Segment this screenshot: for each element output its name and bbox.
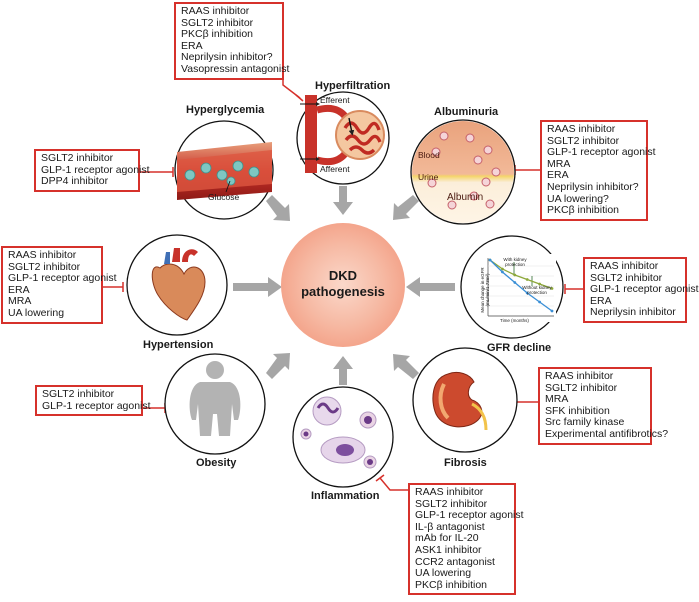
efferent-label: Efferent (320, 95, 350, 105)
treatment-item: SGLT2 inhibitor (181, 16, 254, 29)
hyperglycemia-title: Hyperglycemia (186, 104, 265, 116)
center-title: DKD pathogenesis (293, 268, 393, 300)
center-title-line1: DKD (328, 268, 358, 283)
treatment-item: Vasopressin antagonist (181, 62, 290, 75)
treatment-item: ERA (547, 169, 569, 182)
gfr-data-point (513, 273, 517, 277)
immune-cells (300, 396, 377, 469)
treatment-item: MRA (547, 157, 571, 170)
treatment-item: RAAS inhibitor (181, 5, 250, 17)
gfr-series-line (489, 259, 553, 312)
treatment-item: ERA (181, 39, 203, 52)
treatment-item: SGLT2 inhibitor (547, 134, 620, 147)
treatment-item: RAAS inhibitor (545, 370, 614, 382)
treatment-item: UA lowering (8, 306, 65, 319)
treatment-item: SFK inhibition (545, 404, 610, 417)
treatment-item: GLP-1 receptor agonist (590, 283, 699, 296)
without-protection-label: Without kidney protection (522, 285, 552, 295)
treatment-item: SGLT2 inhibitor (415, 497, 488, 510)
treatment-item: PKCβ inhibition (547, 204, 619, 217)
treatment-item: GLP-1 receptor agonist (415, 509, 524, 522)
gfr-data-point (538, 300, 541, 304)
center-glow (281, 223, 405, 347)
gfr-chart-ylabel: Mean change in eGFR (mL/min/1.73m²) (480, 267, 490, 313)
treatment-item: SGLT2 inhibitor (545, 381, 618, 394)
treatment-item: SGLT2 inhibitor (8, 260, 81, 273)
treatment-item: Neprilysin inhibitor? (547, 180, 639, 193)
treatment-item: mAb for IL-20 (415, 532, 479, 545)
treatment-item: CCR2 antagonist (415, 555, 495, 568)
treatment-item: ERA (590, 294, 612, 307)
obesity-title: Obesity (196, 457, 237, 469)
treatment-item: GLP-1 receptor agonist (41, 163, 150, 176)
treatment-item: RAAS inhibitor (415, 486, 484, 498)
treatment-item: IL-β antagonist (415, 520, 485, 533)
glucose-label: Glucose (208, 192, 240, 202)
gfr-data-point (513, 281, 517, 284)
fibrosis-title: Fibrosis (444, 457, 487, 469)
blood-label: Blood (418, 150, 440, 160)
glomerulus-illustration (300, 95, 385, 173)
gfr-data-point (501, 267, 504, 271)
gfr-chart (478, 254, 556, 322)
hypertension-title: Hypertension (143, 339, 214, 351)
treatment-item: Experimental antifibrotics? (545, 427, 669, 440)
gfr-data-point (550, 287, 554, 290)
treatment-item: RAAS inhibitor (547, 123, 616, 135)
gfr-data-point (550, 309, 554, 313)
gfr-data-point (501, 270, 504, 274)
gfr-decline-title: GFR decline (487, 342, 552, 354)
treatment-item: Neprilysin inhibitor? (181, 51, 273, 64)
treatment-item: UA lowering (415, 567, 472, 580)
gfr-chart-xlabel: Time (months) (500, 318, 529, 323)
treatment-item: ERA (8, 283, 30, 296)
treatment-item: GLP-1 receptor agonist (8, 272, 117, 285)
gfr-series-line (489, 259, 553, 290)
treatment-item: SGLT2 inhibitor (590, 271, 663, 284)
treatment-item: ASK1 inhibitor (415, 543, 482, 556)
treatment-item: RAAS inhibitor (8, 249, 77, 261)
treatment-item: Neprilysin inhibitor (590, 306, 676, 319)
gfr-data-point (525, 278, 529, 281)
albuminuria-title: Albuminuria (434, 106, 499, 118)
heart-illustration (151, 248, 206, 321)
treatment-item: PKCβ inhibition (415, 578, 487, 591)
obese-silhouette (189, 361, 241, 436)
pathway-arrows (233, 186, 455, 385)
treatment-item: RAAS inhibitor (590, 260, 659, 272)
treatment-item: UA lowering? (547, 192, 609, 205)
treatment-item: MRA (545, 393, 569, 406)
albumin-label: Albumin (447, 192, 484, 203)
center-title-line2: pathogenesis (301, 284, 385, 299)
hyperfiltration-title: Hyperfiltration (315, 80, 391, 92)
treatment-item: GLP-1 receptor agonist (547, 146, 656, 159)
treatment-item: SGLT2 inhibitor (42, 388, 115, 400)
with-protection-label: With kidney protection (503, 257, 527, 267)
kidney-illustration (432, 371, 488, 431)
treatment-item: DPP4 inhibitor (41, 175, 109, 188)
urine-label: Urine (418, 172, 439, 182)
treatment-item: PKCβ inhibition (181, 28, 253, 41)
albuminuria-illustration (412, 121, 514, 223)
blood-vessel-illustration (177, 142, 272, 200)
treatment-item: MRA (8, 295, 32, 308)
treatment-item: Src family kinase (545, 416, 625, 429)
treatment-item: GLP-1 receptor agonist (42, 399, 151, 412)
gfr-data-point (538, 282, 541, 286)
gfr-data-point (525, 291, 529, 295)
treatment-item: SGLT2 inhibitor (41, 152, 114, 164)
gfr-data-point (488, 258, 492, 262)
inflammation-title: Inflammation (311, 490, 380, 502)
afferent-label: Afferent (320, 164, 350, 174)
